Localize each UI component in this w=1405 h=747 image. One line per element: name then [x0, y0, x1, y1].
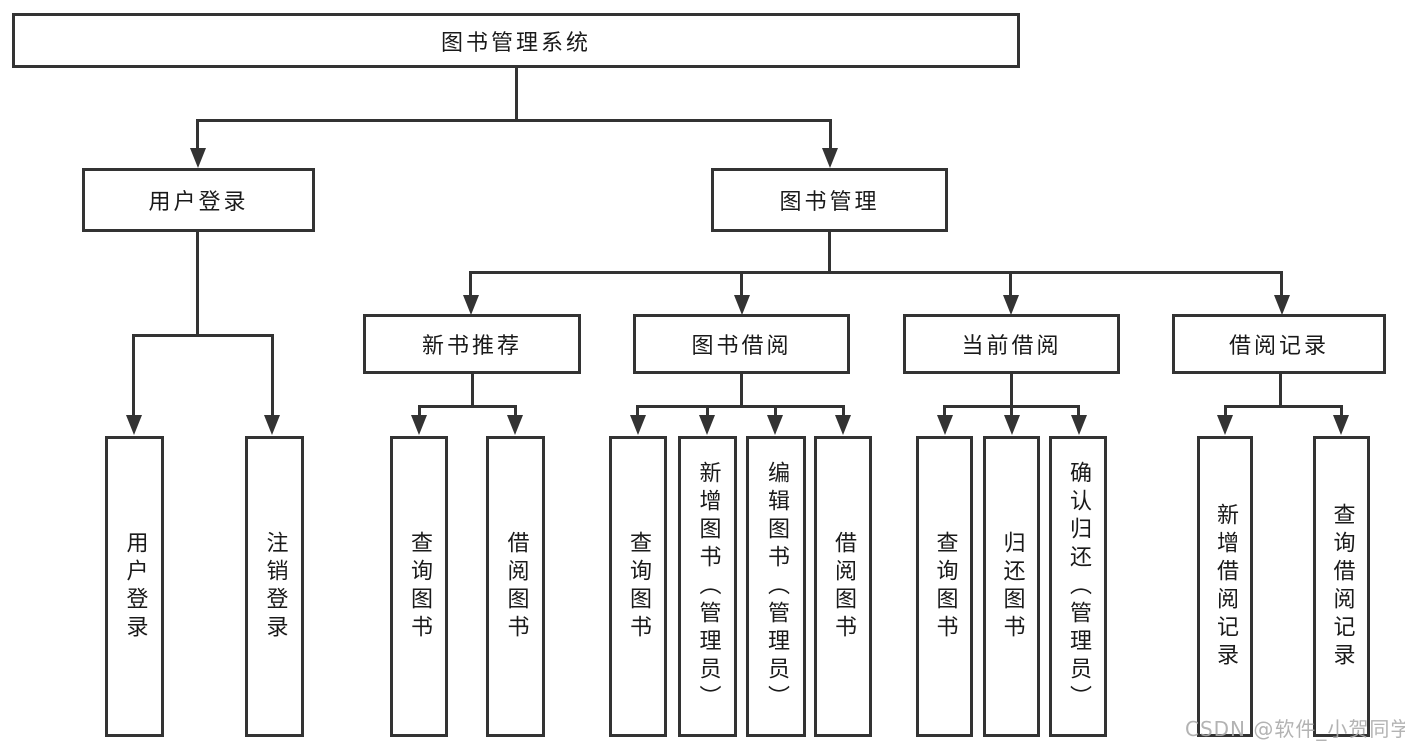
connector-line	[1340, 405, 1343, 419]
node-bb-edit-books-admin: 编辑图书（管理员）	[746, 436, 806, 737]
arrowhead-down-icon	[699, 415, 715, 435]
node-bb-borrow-books: 借阅图书	[814, 436, 872, 737]
connector-line	[471, 374, 474, 408]
connector-line	[1077, 405, 1080, 419]
connector-line	[469, 271, 472, 298]
connector-line	[196, 232, 199, 337]
node-new-book-recommend-label: 新书推荐	[421, 334, 522, 359]
connector-line	[132, 334, 274, 337]
connector-line	[828, 232, 831, 274]
arrowhead-down-icon	[1333, 415, 1349, 435]
connector-line	[1224, 405, 1227, 419]
node-rec-borrow-books: 借阅图书	[486, 436, 545, 737]
arrowhead-down-icon	[126, 415, 142, 435]
node-bb-add-books-admin: 新增图书（管理员）	[678, 436, 737, 737]
arrowhead-down-icon	[507, 415, 523, 435]
node-br-query-borrow-record: 查询借阅记录	[1313, 436, 1370, 737]
connector-line	[1279, 374, 1282, 408]
node-bb-borrow-books-label: 借阅图书	[831, 530, 856, 643]
node-new-book-recommend: 新书推荐	[363, 314, 581, 374]
connector-line	[1280, 271, 1283, 298]
node-logout-login: 注销登录	[245, 436, 304, 737]
node-current-borrow: 当前借阅	[903, 314, 1120, 374]
node-cb-return-books-label: 归还图书	[999, 530, 1025, 643]
node-user-login-group-label: 用户登录	[148, 190, 249, 215]
node-book-management: 图书管理	[711, 168, 948, 232]
connector-line	[469, 271, 1283, 274]
node-br-add-borrow-record: 新增借阅记录	[1197, 436, 1253, 737]
node-bb-edit-books-admin-label: 编辑图书（管理员）	[764, 460, 789, 713]
connector-line	[829, 119, 832, 151]
node-book-borrow: 图书借阅	[633, 314, 850, 374]
connector-line	[132, 334, 135, 419]
connector-line	[943, 405, 946, 419]
arrowhead-down-icon	[411, 415, 427, 435]
connector-line	[1010, 374, 1013, 408]
arrowhead-down-icon	[937, 415, 953, 435]
arrowhead-down-icon	[1217, 415, 1233, 435]
connector-line	[1009, 271, 1012, 298]
connector-line	[740, 271, 743, 298]
node-bb-add-books-admin-label: 新增图书（管理员）	[695, 460, 721, 713]
node-cb-query-books: 查询图书	[916, 436, 973, 737]
node-user-login-group: 用户登录	[82, 168, 315, 232]
node-rec-borrow-books-label: 借阅图书	[503, 530, 529, 643]
node-current-borrow-label: 当前借阅	[961, 334, 1062, 359]
node-logout-login-label: 注销登录	[262, 530, 288, 643]
connector-line	[1224, 405, 1343, 408]
csdn-watermark: CSDN @软件_小贺同学	[1185, 717, 1405, 741]
connector-line	[514, 405, 517, 419]
arrowhead-down-icon	[190, 148, 206, 168]
node-book-borrow-label: 图书借阅	[691, 334, 792, 359]
connector-line	[418, 405, 421, 419]
connector-line	[515, 68, 518, 121]
node-br-query-borrow-record-label: 查询借阅记录	[1329, 502, 1355, 671]
connector-line	[636, 405, 845, 408]
connector-line	[1010, 405, 1013, 419]
arrowhead-down-icon	[835, 415, 851, 435]
node-cb-confirm-return-admin: 确认归还（管理员）	[1049, 436, 1107, 737]
node-bb-query-books: 查询图书	[609, 436, 667, 737]
node-library-system: 图书管理系统	[12, 13, 1020, 68]
node-cb-return-books: 归还图书	[983, 436, 1040, 737]
node-user-login: 用户登录	[105, 436, 164, 737]
node-rec-query-books: 查询图书	[390, 436, 448, 737]
arrowhead-down-icon	[734, 295, 750, 315]
arrowhead-down-icon	[1274, 295, 1290, 315]
connector-line	[706, 405, 709, 419]
node-borrow-records-label: 借阅记录	[1228, 334, 1329, 359]
node-cb-confirm-return-admin-label: 确认归还（管理员）	[1066, 460, 1091, 713]
node-user-login-label: 用户登录	[122, 530, 148, 643]
node-library-system-label: 图书管理系统	[440, 30, 591, 56]
node-rec-query-books-label: 查询图书	[407, 530, 432, 643]
connector-line	[774, 405, 777, 419]
node-borrow-records: 借阅记录	[1172, 314, 1386, 374]
connector-line	[418, 405, 517, 408]
node-br-add-borrow-record-label: 新增借阅记录	[1213, 502, 1238, 671]
node-bb-query-books-label: 查询图书	[626, 530, 651, 643]
arrowhead-down-icon	[1004, 415, 1020, 435]
arrowhead-down-icon	[264, 415, 280, 435]
connector-line	[196, 119, 199, 151]
node-book-management-label: 图书管理	[779, 190, 880, 215]
node-cb-query-books-label: 查询图书	[932, 530, 958, 643]
arrowhead-down-icon	[1071, 415, 1087, 435]
connector-line	[196, 119, 832, 122]
arrowhead-down-icon	[1003, 295, 1019, 315]
connector-line	[740, 374, 743, 408]
connector-line	[271, 334, 274, 419]
arrowhead-down-icon	[630, 415, 646, 435]
connector-line	[636, 405, 639, 419]
arrowhead-down-icon	[463, 295, 479, 315]
arrowhead-down-icon	[822, 148, 838, 168]
arrowhead-down-icon	[767, 415, 783, 435]
connector-line	[842, 405, 845, 419]
